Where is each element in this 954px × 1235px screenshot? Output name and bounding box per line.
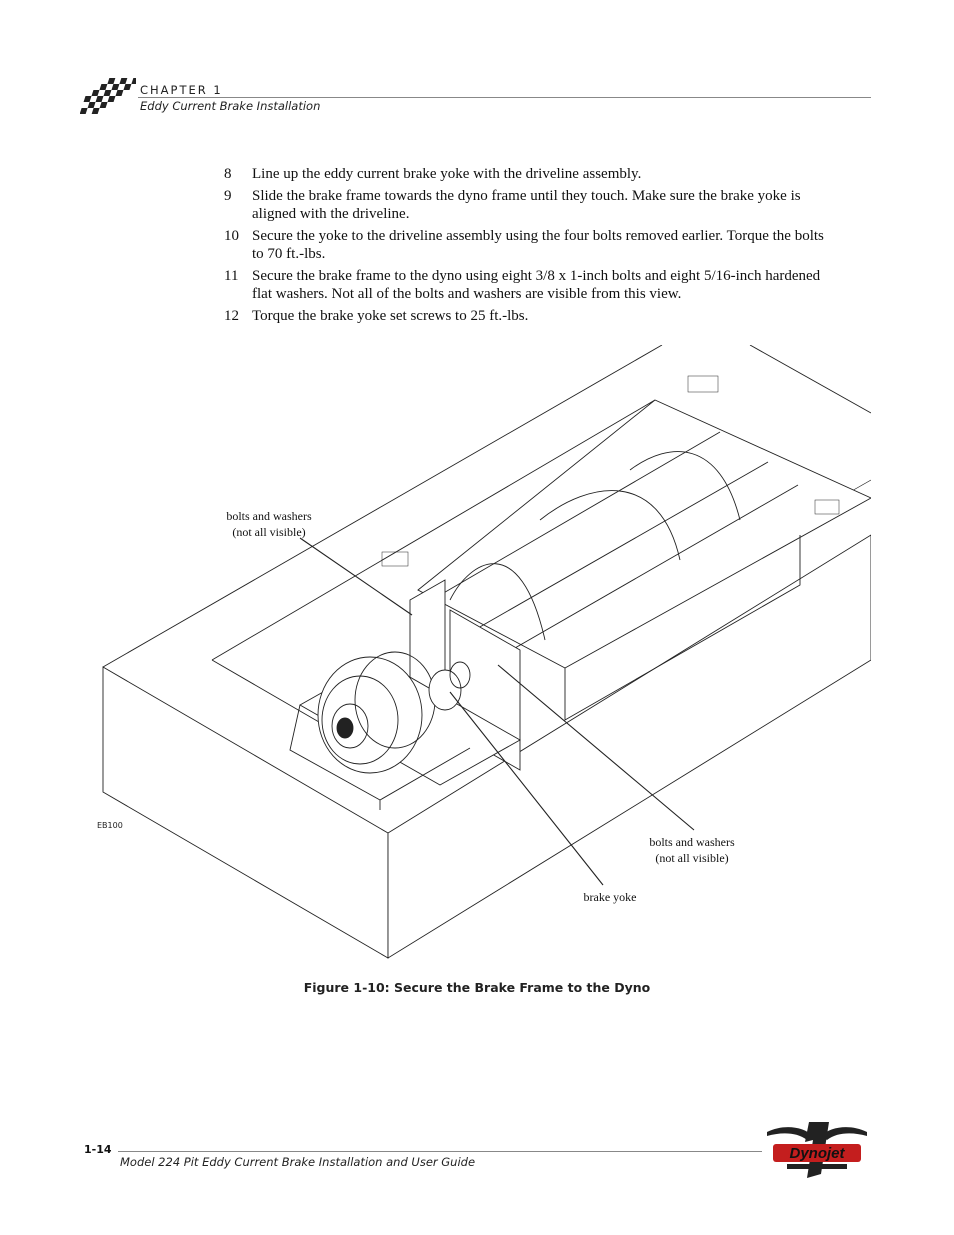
dynojet-logo-icon: Dynojet (767, 1122, 867, 1178)
chapter-subtitle: Eddy Current Brake Installation (140, 99, 321, 113)
callout-brake-yoke: brake yoke (568, 889, 652, 905)
eddy-current-brake (317, 651, 471, 774)
header-rule (138, 97, 871, 98)
figure-code: EB100 (97, 821, 123, 830)
roller-deck (417, 399, 871, 721)
brand-name: Dynojet (789, 1145, 845, 1162)
chapter-label: CHAPTER 1 (140, 83, 223, 97)
callout-bolts-washers-right: bolts and washers (not all visible) (626, 834, 758, 866)
step-item: 8 Line up the eddy current brake yoke wi… (224, 165, 824, 184)
checkered-flag-icon (80, 78, 136, 114)
callout-line: (not all visible) (232, 525, 306, 539)
brake-frame-illustration (102, 345, 871, 959)
platform-slab (102, 345, 871, 959)
callout-line: (not all visible) (655, 851, 729, 865)
callout-line: bolts and washers (649, 835, 735, 849)
callout-bolts-washers-left: bolts and washers (not all visible) (206, 508, 332, 540)
footer-title: Model 224 Pit Eddy Current Brake Install… (120, 1155, 476, 1169)
step-text: Line up the eddy current brake yoke with… (252, 166, 642, 182)
page-number: 1-14 (84, 1143, 112, 1156)
step-number: 10 (224, 227, 239, 244)
step-item: 12 Torque the brake yoke set screws to 2… (224, 307, 824, 326)
step-text: Slide the brake frame towards the dyno f… (252, 187, 801, 223)
callout-line: bolts and washers (226, 509, 312, 523)
figure-caption: Figure 1-10: Secure the Brake Frame to t… (303, 980, 651, 995)
footer-rule (118, 1151, 762, 1152)
step-item: 9 Slide the brake frame towards the dyno… (224, 187, 824, 224)
step-text: Secure the yoke to the driveline assembl… (252, 227, 824, 263)
step-item: 10 Secure the yoke to the driveline asse… (224, 227, 824, 264)
step-number: 8 (224, 166, 232, 182)
step-text: Secure the brake frame to the dyno using… (252, 267, 821, 303)
step-number: 11 (224, 267, 239, 284)
leader-lines (299, 537, 695, 886)
bolt-grid (381, 375, 840, 567)
step-text: Torque the brake yoke set screws to 25 f… (252, 307, 529, 324)
step-number: 9 (224, 187, 232, 204)
step-item: 11 Secure the brake frame to the dyno us… (224, 267, 824, 304)
callout-line: brake yoke (583, 890, 637, 904)
instruction-steps: 8 Line up the eddy current brake yoke wi… (224, 165, 824, 328)
step-number: 12 (224, 307, 239, 324)
